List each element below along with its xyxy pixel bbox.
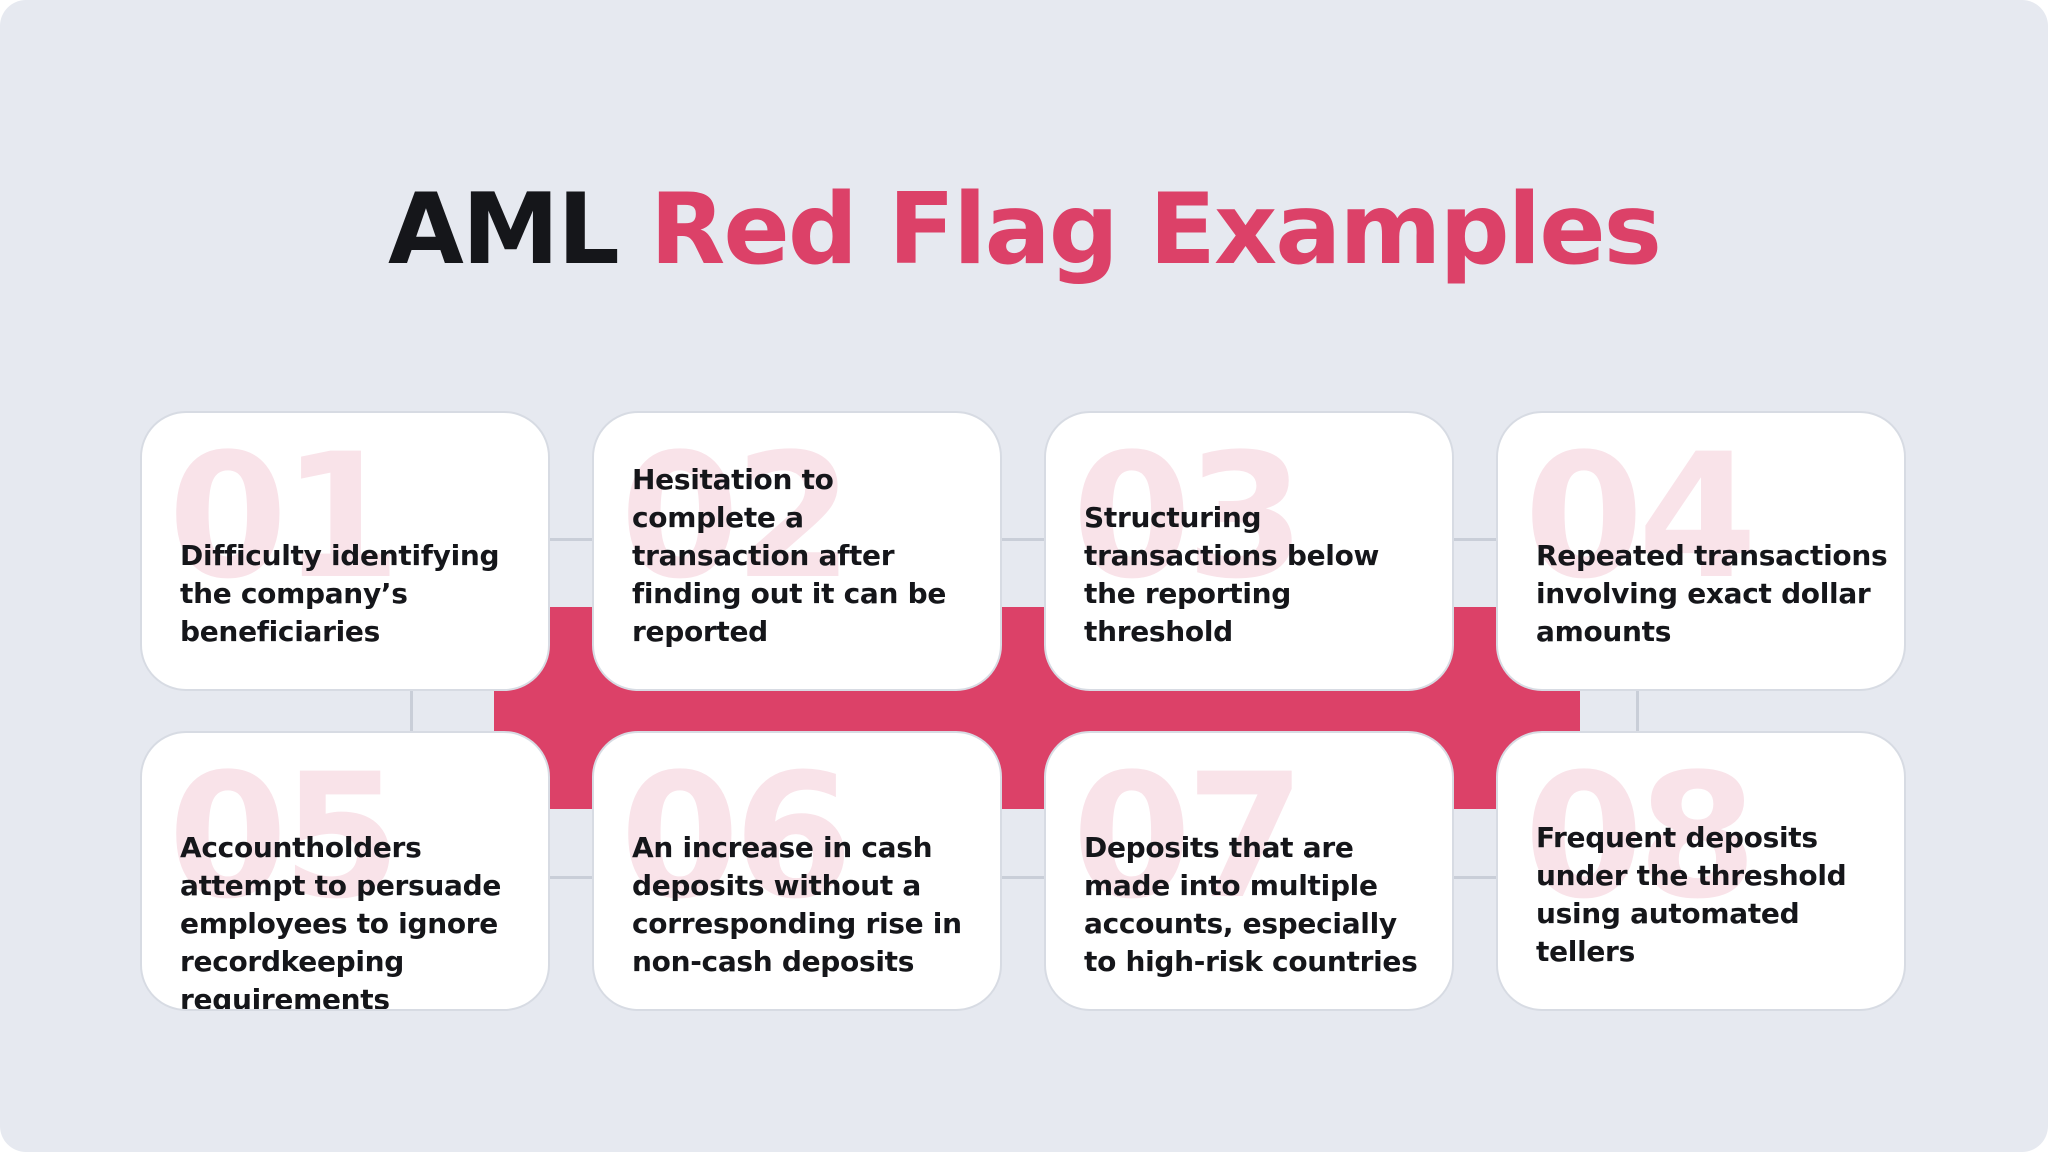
card-number: 05	[168, 736, 401, 937]
red-flag-card-01: 01 Difficulty identifying the company’s …	[140, 411, 550, 691]
card-description: Difficulty identifying the company’s ben…	[180, 539, 500, 648]
card-number: 03	[1072, 416, 1305, 617]
page-title: AML Red Flag Examples	[0, 170, 2048, 290]
card-number: 08	[1524, 736, 1757, 937]
red-flag-card-08: 08 Frequent deposits under the threshold…	[1496, 731, 1906, 1011]
connector-h-5-6	[550, 876, 594, 879]
connector-v-left	[410, 690, 413, 734]
card-description: Repeated transactions involving exact do…	[1536, 539, 1888, 648]
card-description: Structuring transactions below the repor…	[1084, 501, 1380, 648]
card-number: 02	[620, 416, 853, 617]
card-description: Hesitation to complete a transaction aft…	[632, 463, 947, 648]
connector-h-2-3	[1002, 538, 1046, 541]
connector-h-6-7	[1002, 876, 1046, 879]
card-number: 01	[168, 416, 401, 617]
card-description: Frequent deposits under the threshold us…	[1536, 821, 1847, 968]
red-flag-card-02: 02 Hesitation to complete a transaction …	[592, 411, 1002, 691]
connector-h-1-2	[550, 538, 594, 541]
red-flag-card-04: 04 Repeated transactions involving exact…	[1496, 411, 1906, 691]
connector-h-7-8	[1454, 876, 1498, 879]
card-number: 06	[620, 736, 853, 937]
red-flag-card-05: 05 Accountholders attempt to persuade em…	[140, 731, 550, 1011]
card-description: An increase in cash deposits without a c…	[632, 831, 962, 978]
card-number: 07	[1072, 736, 1305, 937]
card-description: Deposits that are made into multiple acc…	[1084, 831, 1418, 978]
title-prefix: AML	[387, 173, 620, 287]
title-highlight: Red Flag Examples	[649, 173, 1662, 287]
connector-h-3-4	[1454, 538, 1498, 541]
red-flag-card-06: 06 An increase in cash deposits without …	[592, 731, 1002, 1011]
red-flag-card-07: 07 Deposits that are made into multiple …	[1044, 731, 1454, 1011]
card-description: Accountholders attempt to persuade emplo…	[180, 831, 502, 1011]
connector-v-right	[1636, 690, 1639, 734]
red-flag-card-03: 03 Structuring transactions below the re…	[1044, 411, 1454, 691]
card-number: 04	[1524, 416, 1757, 617]
